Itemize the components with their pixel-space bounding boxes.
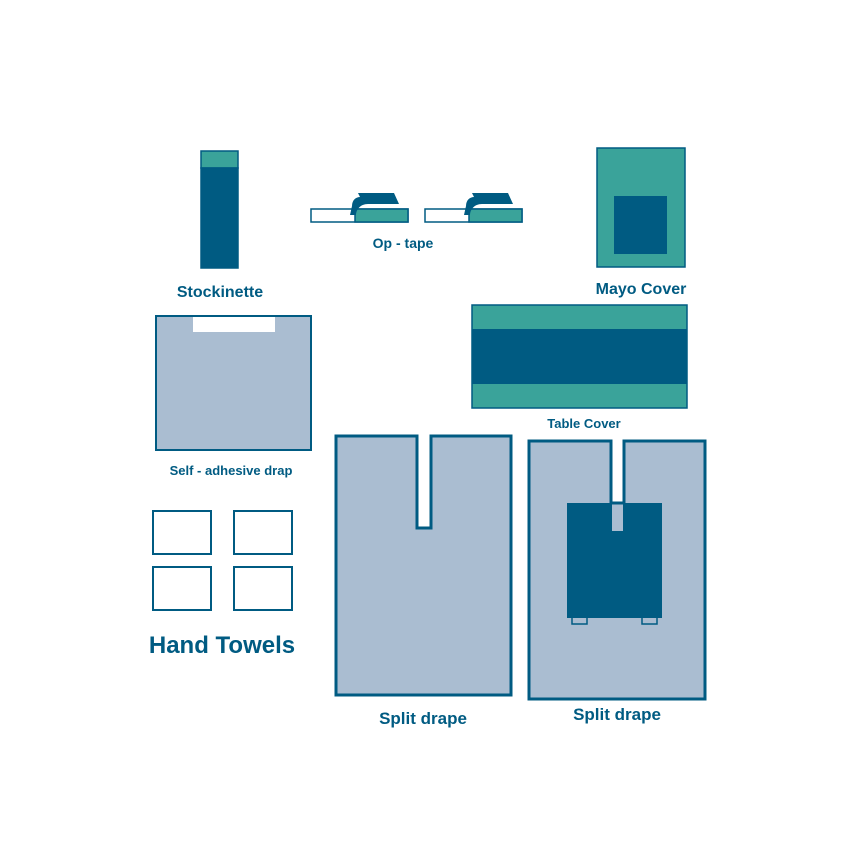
mayo-cover-inner [614,196,667,254]
self-adhesive-drape-body [155,315,312,451]
table-cover-band [472,329,687,384]
table-cover-label: Table Cover [547,416,620,431]
split-drape-tab [641,616,658,625]
split-drape-tab [571,616,588,625]
self-adhesive-strip [193,317,275,332]
op-tape-label: Op - tape [373,235,434,251]
self-adhesive-label: Self - adhesive drap [170,463,293,478]
stockinette-item: Stockinette [177,150,263,301]
op-tape-item: Op - tape [310,193,523,251]
stockinette-cuff [200,150,239,169]
split-drape-right-label: Split drape [573,705,661,724]
op-tape-piece-right [424,193,523,223]
stockinette-body [200,167,239,269]
split-drape-right-item: Split drape [527,439,707,724]
split-drape-adhesive-panel [567,503,662,618]
hand-towel [233,510,293,555]
op-tape-piece-left [310,193,409,223]
split-drape-left-item: Split drape [334,434,513,728]
mayo-cover-label: Mayo Cover [596,281,687,298]
hand-towels-label: Hand Towels [149,632,295,659]
split-drape-left-body [334,434,513,697]
stockinette-label: Stockinette [177,284,263,301]
hand-towels-item: Hand Towels [149,510,295,659]
split-drape-left-label: Split drape [379,709,467,728]
hand-towel [233,566,293,611]
hand-towel [152,566,212,611]
self-adhesive-drape-item: Self - adhesive drap [155,315,312,478]
table-cover-item: Table Cover [471,304,688,431]
hand-towel [152,510,212,555]
mayo-cover-item: Mayo Cover [596,147,687,298]
